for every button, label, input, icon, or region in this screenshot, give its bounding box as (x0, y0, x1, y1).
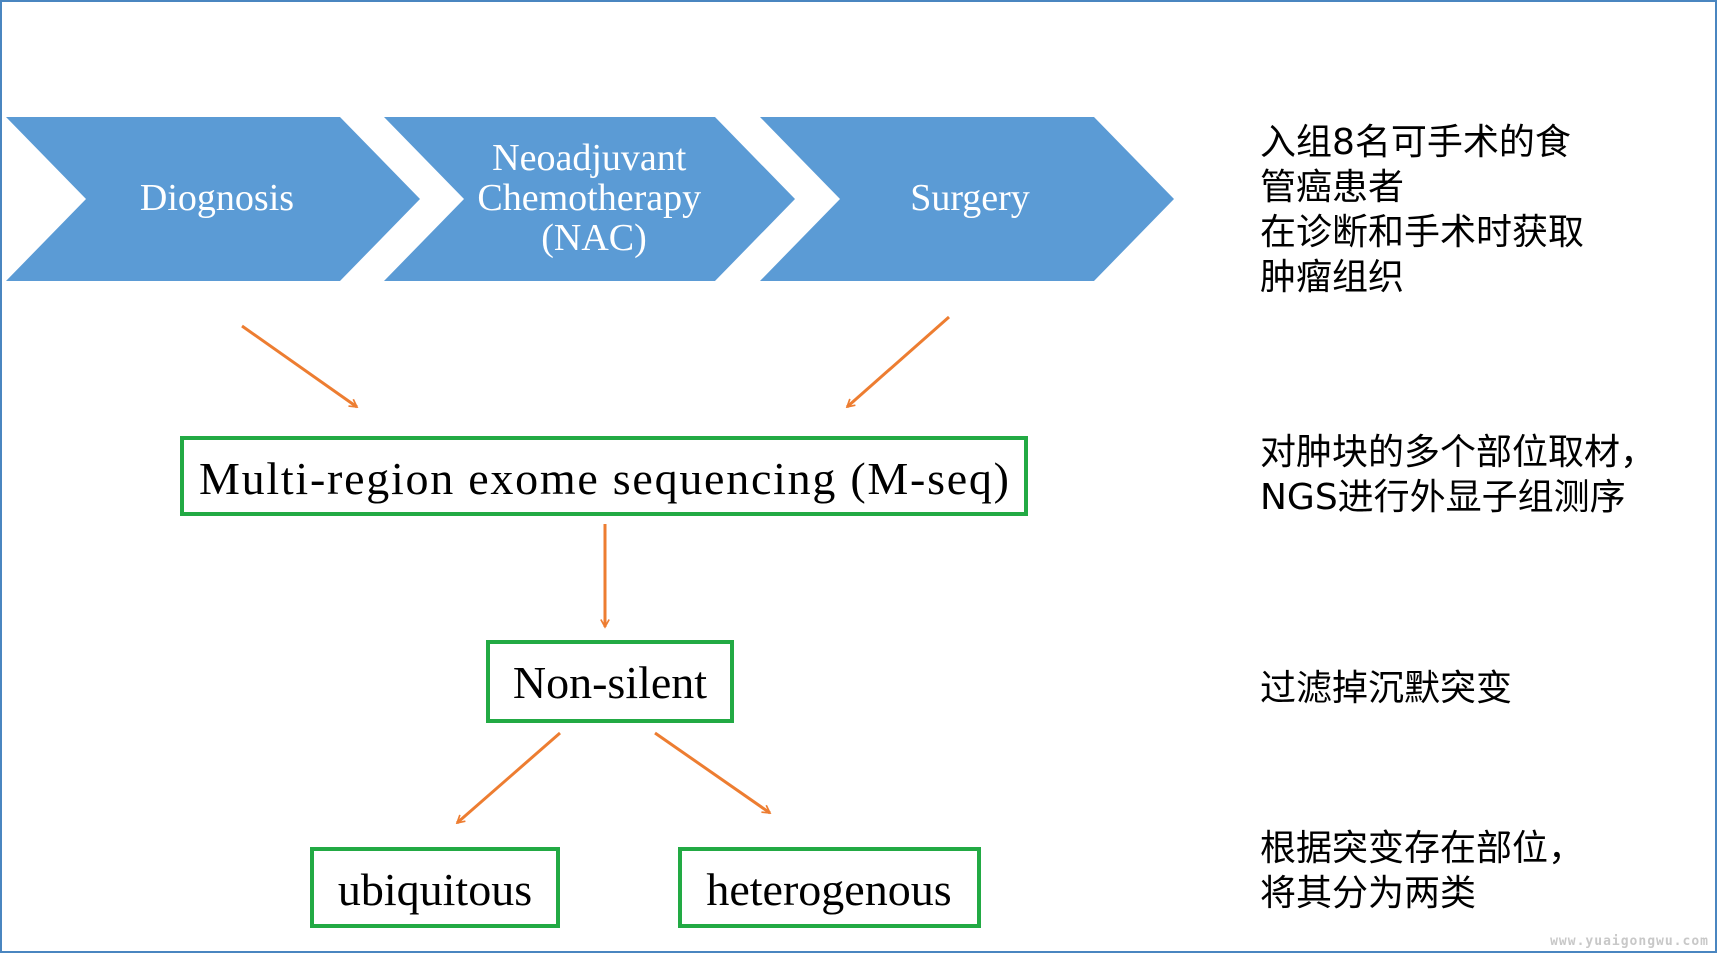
chevron-label-nac-line-2: Chemotherapy (477, 177, 701, 219)
chevron-label-nac-line-1: Neoadjuvant (492, 137, 687, 179)
chevron-label-surgery: Surgery (910, 177, 1030, 219)
note-sequencing-line-2: NGS进行外显子组测序 (1260, 477, 1626, 518)
box-ubiquitous-label: ubiquitous (338, 864, 532, 915)
note-classify: 根据突变存在部位， 将其分为两类 (1260, 826, 1584, 916)
chevron-label-nac-line-3: (NAC) (541, 217, 647, 259)
box-mseq-label: Multi-region exome sequencing (M-seq) (199, 453, 1009, 504)
box-ubiquitous (310, 847, 560, 928)
box-mseq (180, 436, 1028, 516)
note-enrollment-line-3: 在诊断和手术时获取 (1260, 212, 1585, 253)
note-classify-line-2: 将其分为两类 (1260, 873, 1477, 914)
note-filter: 过滤掉沉默突变 (1260, 666, 1512, 711)
chevron-step-nac (384, 117, 795, 281)
note-sequencing: 对肿块的多个部位取材， NGS进行外显子组测序 (1260, 430, 1656, 520)
chevron-step-diagnosis (6, 117, 420, 281)
note-enrollment-line-2: 管癌患者 (1260, 167, 1405, 208)
chevron-label-diagnosis: Diognosis (140, 177, 294, 219)
box-heterogenous-label: heterogenous (706, 864, 951, 915)
note-enrollment: 入组8名可手术的食 管癌患者 在诊断和手术时获取 肿瘤组织 (1260, 120, 1584, 300)
note-classify-line-1: 根据突变存在部位， (1260, 828, 1585, 869)
note-filter-line-1: 过滤掉沉默突变 (1260, 668, 1513, 709)
box-nonsilent-label: Non-silent (513, 657, 707, 708)
arrow-nonsilent-to-ubiquitous (457, 731, 561, 825)
arrow-diagnosis-to-mseq (241, 324, 357, 409)
note-sequencing-line-1: 对肿块的多个部位取材， (1260, 432, 1657, 473)
watermark-text: www.yuaigongwu.com (1550, 934, 1709, 949)
note-enrollment-line-4: 肿瘤组织 (1260, 257, 1405, 298)
arrow-surgery-to-mseq (847, 315, 950, 407)
box-heterogenous (678, 847, 981, 928)
chevron-label-nac: Neoadjuvant Chemotherapy (NAC) (477, 137, 710, 259)
chevron-step-surgery (760, 117, 1174, 281)
arrow-nonsilent-to-heterogenous (654, 731, 770, 815)
note-enrollment-line-1: 入组8名可手术的食 (1260, 122, 1571, 163)
box-nonsilent (486, 640, 734, 723)
